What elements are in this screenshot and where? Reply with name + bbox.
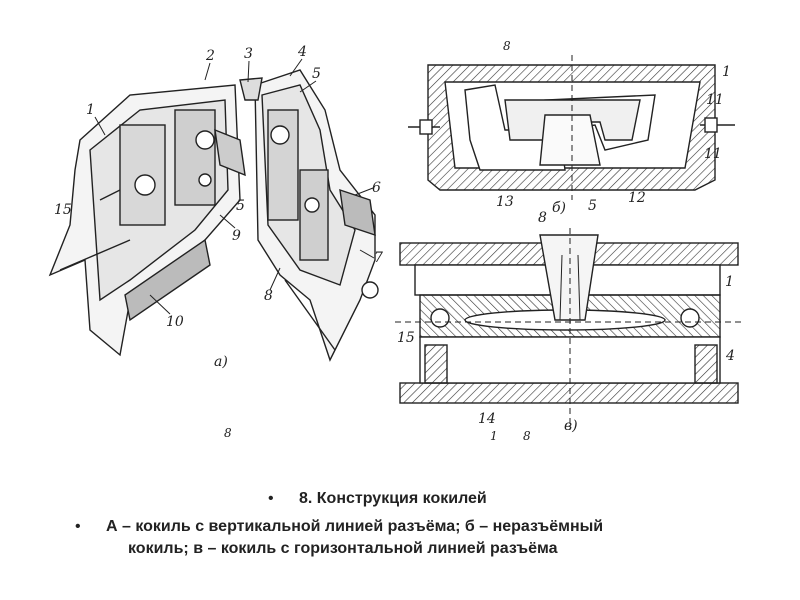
drawing-a-mold <box>48 69 379 362</box>
svg-text:10: 10 <box>166 314 184 330</box>
svg-text:7: 7 <box>374 250 383 266</box>
drawing-b-mold <box>408 55 735 200</box>
svg-text:1: 1 <box>722 64 731 80</box>
drawing-b-labels: 8 1 11 11 13 б) 5 12 <box>496 39 731 216</box>
svg-text:13: 13 <box>496 194 514 210</box>
svg-text:1: 1 <box>725 274 734 290</box>
svg-text:8: 8 <box>264 288 273 304</box>
caption-title-text: 8. Конструкция кокилей <box>299 490 487 507</box>
caption-list: • 8. Конструкция кокилей • А – кокиль с … <box>0 488 800 560</box>
svg-text:8: 8 <box>538 210 547 226</box>
caption-desc-line2: кокиль; в – кокиль с горизонтальной лини… <box>128 540 558 557</box>
bullet-icon: • <box>268 490 274 507</box>
svg-text:14: 14 <box>478 411 496 427</box>
svg-text:4: 4 <box>725 348 735 364</box>
svg-text:15: 15 <box>54 202 72 218</box>
svg-text:3: 3 <box>244 46 253 62</box>
svg-text:8: 8 <box>224 426 232 440</box>
drawing-c-labels: 8 1 15 4 14 в) <box>397 210 735 434</box>
caption-description: • А – кокиль с вертикальной линией разъё… <box>0 516 800 560</box>
caption-title: • 8. Конструкция кокилей <box>0 488 800 510</box>
svg-text:11: 11 <box>704 146 722 162</box>
svg-text:4: 4 <box>297 44 307 60</box>
svg-text:5: 5 <box>588 198 597 214</box>
svg-text:12: 12 <box>628 190 646 206</box>
svg-text:8: 8 <box>503 39 511 53</box>
drawing-c-mold <box>395 228 742 430</box>
svg-text:11: 11 <box>706 92 724 108</box>
stray-marks: 8 1 8 <box>224 426 531 443</box>
svg-text:5: 5 <box>312 66 321 82</box>
svg-text:б): б) <box>552 200 566 216</box>
caption-desc-line1: А – кокиль с вертикальной линией разъёма… <box>106 518 604 535</box>
drawing-a-labels: 1 2 3 4 5 6 7 8 9 10 15 5 а) <box>54 44 383 370</box>
svg-text:15: 15 <box>397 330 415 346</box>
svg-text:5: 5 <box>236 198 245 214</box>
svg-text:в): в) <box>564 418 578 434</box>
svg-text:9: 9 <box>232 228 241 244</box>
svg-text:а): а) <box>214 354 228 370</box>
caption: • 8. Конструкция кокилей • А – кокиль с … <box>0 488 800 560</box>
svg-text:2: 2 <box>205 48 215 64</box>
bullet-icon: • <box>75 518 81 535</box>
svg-text:6: 6 <box>372 180 381 196</box>
svg-text:8: 8 <box>523 429 531 443</box>
svg-text:1: 1 <box>490 429 498 443</box>
svg-text:1: 1 <box>86 102 95 118</box>
technical-figure: 1 2 3 4 5 6 7 8 9 10 15 5 а) <box>48 39 742 443</box>
